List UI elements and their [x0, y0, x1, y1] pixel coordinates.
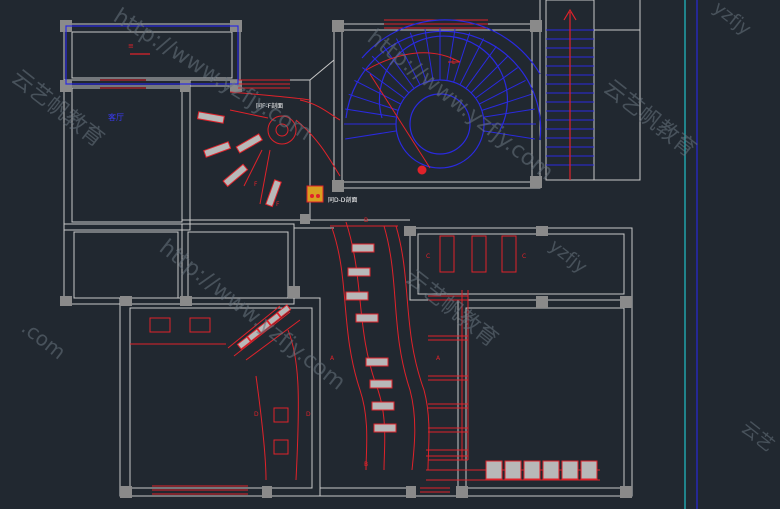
marker-c-right: C — [522, 253, 526, 260]
display-block — [365, 357, 389, 367]
cabinet — [542, 460, 560, 480]
cabinet — [504, 460, 522, 480]
marker-b-bottom: B — [364, 461, 368, 468]
display-block — [371, 401, 395, 411]
corridor-blocks — [236, 304, 292, 350]
cabinet-row — [485, 460, 598, 480]
display-blocks — [345, 243, 397, 433]
fixture — [306, 185, 324, 203]
watermark-url-3: http://www.yzfjy.com — [154, 235, 350, 395]
balcony-rail: ≡ — [65, 25, 239, 85]
cabinet — [523, 460, 541, 480]
watermark-short-1: yzfjy — [709, 0, 755, 40]
cabinet — [580, 460, 598, 480]
stair-arrow — [563, 8, 577, 180]
spiral-step — [446, 29, 456, 81]
display-block — [347, 267, 371, 277]
cabinet — [485, 460, 503, 480]
display-block — [345, 291, 369, 301]
watermark-brand-3: 云艺帆教育 — [400, 265, 502, 352]
spiral-step — [348, 93, 399, 111]
curved-partition — [330, 221, 430, 471]
marker-b-top: B — [364, 217, 368, 224]
marker-a-left: A — [330, 355, 335, 362]
display-block — [355, 313, 379, 323]
diagonal-corridor — [130, 305, 301, 481]
room-label: 客厅 — [108, 112, 124, 122]
watermark-com-1: .com — [17, 315, 70, 364]
labels: 客厅 同F-F剖面 同D-D剖面 A A B B C C D D F F E — [108, 59, 526, 468]
marker-a-right: A — [436, 355, 441, 362]
spiral-step — [481, 93, 532, 111]
section-label-d: 同D-D剖面 — [328, 196, 357, 204]
marker-e: E — [452, 59, 456, 66]
right-rails — [428, 295, 468, 461]
spiral-step — [395, 38, 421, 86]
section-label-f: 同F-F剖面 — [256, 102, 283, 110]
walls — [63, 0, 641, 497]
watermark-url-2: http://www.yzfjy.com — [362, 25, 558, 185]
fan-blocks — [196, 111, 282, 208]
spiral-step — [345, 108, 397, 118]
display-block — [373, 423, 397, 433]
watermark-url-1: http://www.yzfjy.com — [109, 4, 316, 146]
fan-block — [235, 133, 263, 154]
marker-f-top: F — [254, 181, 258, 188]
spiral-step — [470, 55, 509, 94]
corridor-block — [276, 304, 292, 318]
display-block — [369, 379, 393, 389]
marker-d-left: D — [254, 411, 259, 418]
spiral-step — [483, 130, 535, 140]
fan-block — [196, 111, 225, 124]
spiral-step — [409, 32, 427, 83]
display-block — [351, 243, 375, 253]
svg-text:≡: ≡ — [128, 42, 134, 50]
stair-red — [365, 52, 461, 175]
marker-d-right: D — [306, 411, 311, 418]
watermark-brand-short: 云艺 — [737, 417, 778, 456]
spiral-step — [459, 38, 485, 86]
fan-block — [203, 141, 232, 158]
watermark-short-2: yzfjy — [545, 235, 591, 278]
corridor-block — [266, 312, 282, 326]
spiral-step — [424, 29, 434, 81]
spiral-step — [475, 67, 518, 99]
right-edge-lines — [639, 0, 698, 509]
corridor-block — [236, 336, 252, 350]
fan-display — [229, 91, 341, 205]
cabinet — [561, 460, 579, 480]
corridor-block — [256, 320, 272, 334]
columns — [60, 20, 632, 498]
spiral-step — [362, 67, 405, 99]
marker-f-bottom: F — [276, 201, 280, 208]
spiral-step — [383, 46, 415, 89]
spiral-steps — [344, 28, 536, 140]
spiral-step — [345, 130, 397, 140]
marker-c-left: C — [426, 253, 430, 260]
spiral-step — [465, 46, 497, 89]
spiral-step — [483, 108, 535, 118]
spiral-step — [453, 32, 471, 83]
fan-block — [222, 163, 249, 188]
fan-block — [265, 179, 282, 208]
corridor-block — [246, 328, 262, 342]
spiral-step — [478, 79, 526, 105]
spiral-step — [371, 55, 410, 94]
spiral-step — [354, 79, 402, 105]
